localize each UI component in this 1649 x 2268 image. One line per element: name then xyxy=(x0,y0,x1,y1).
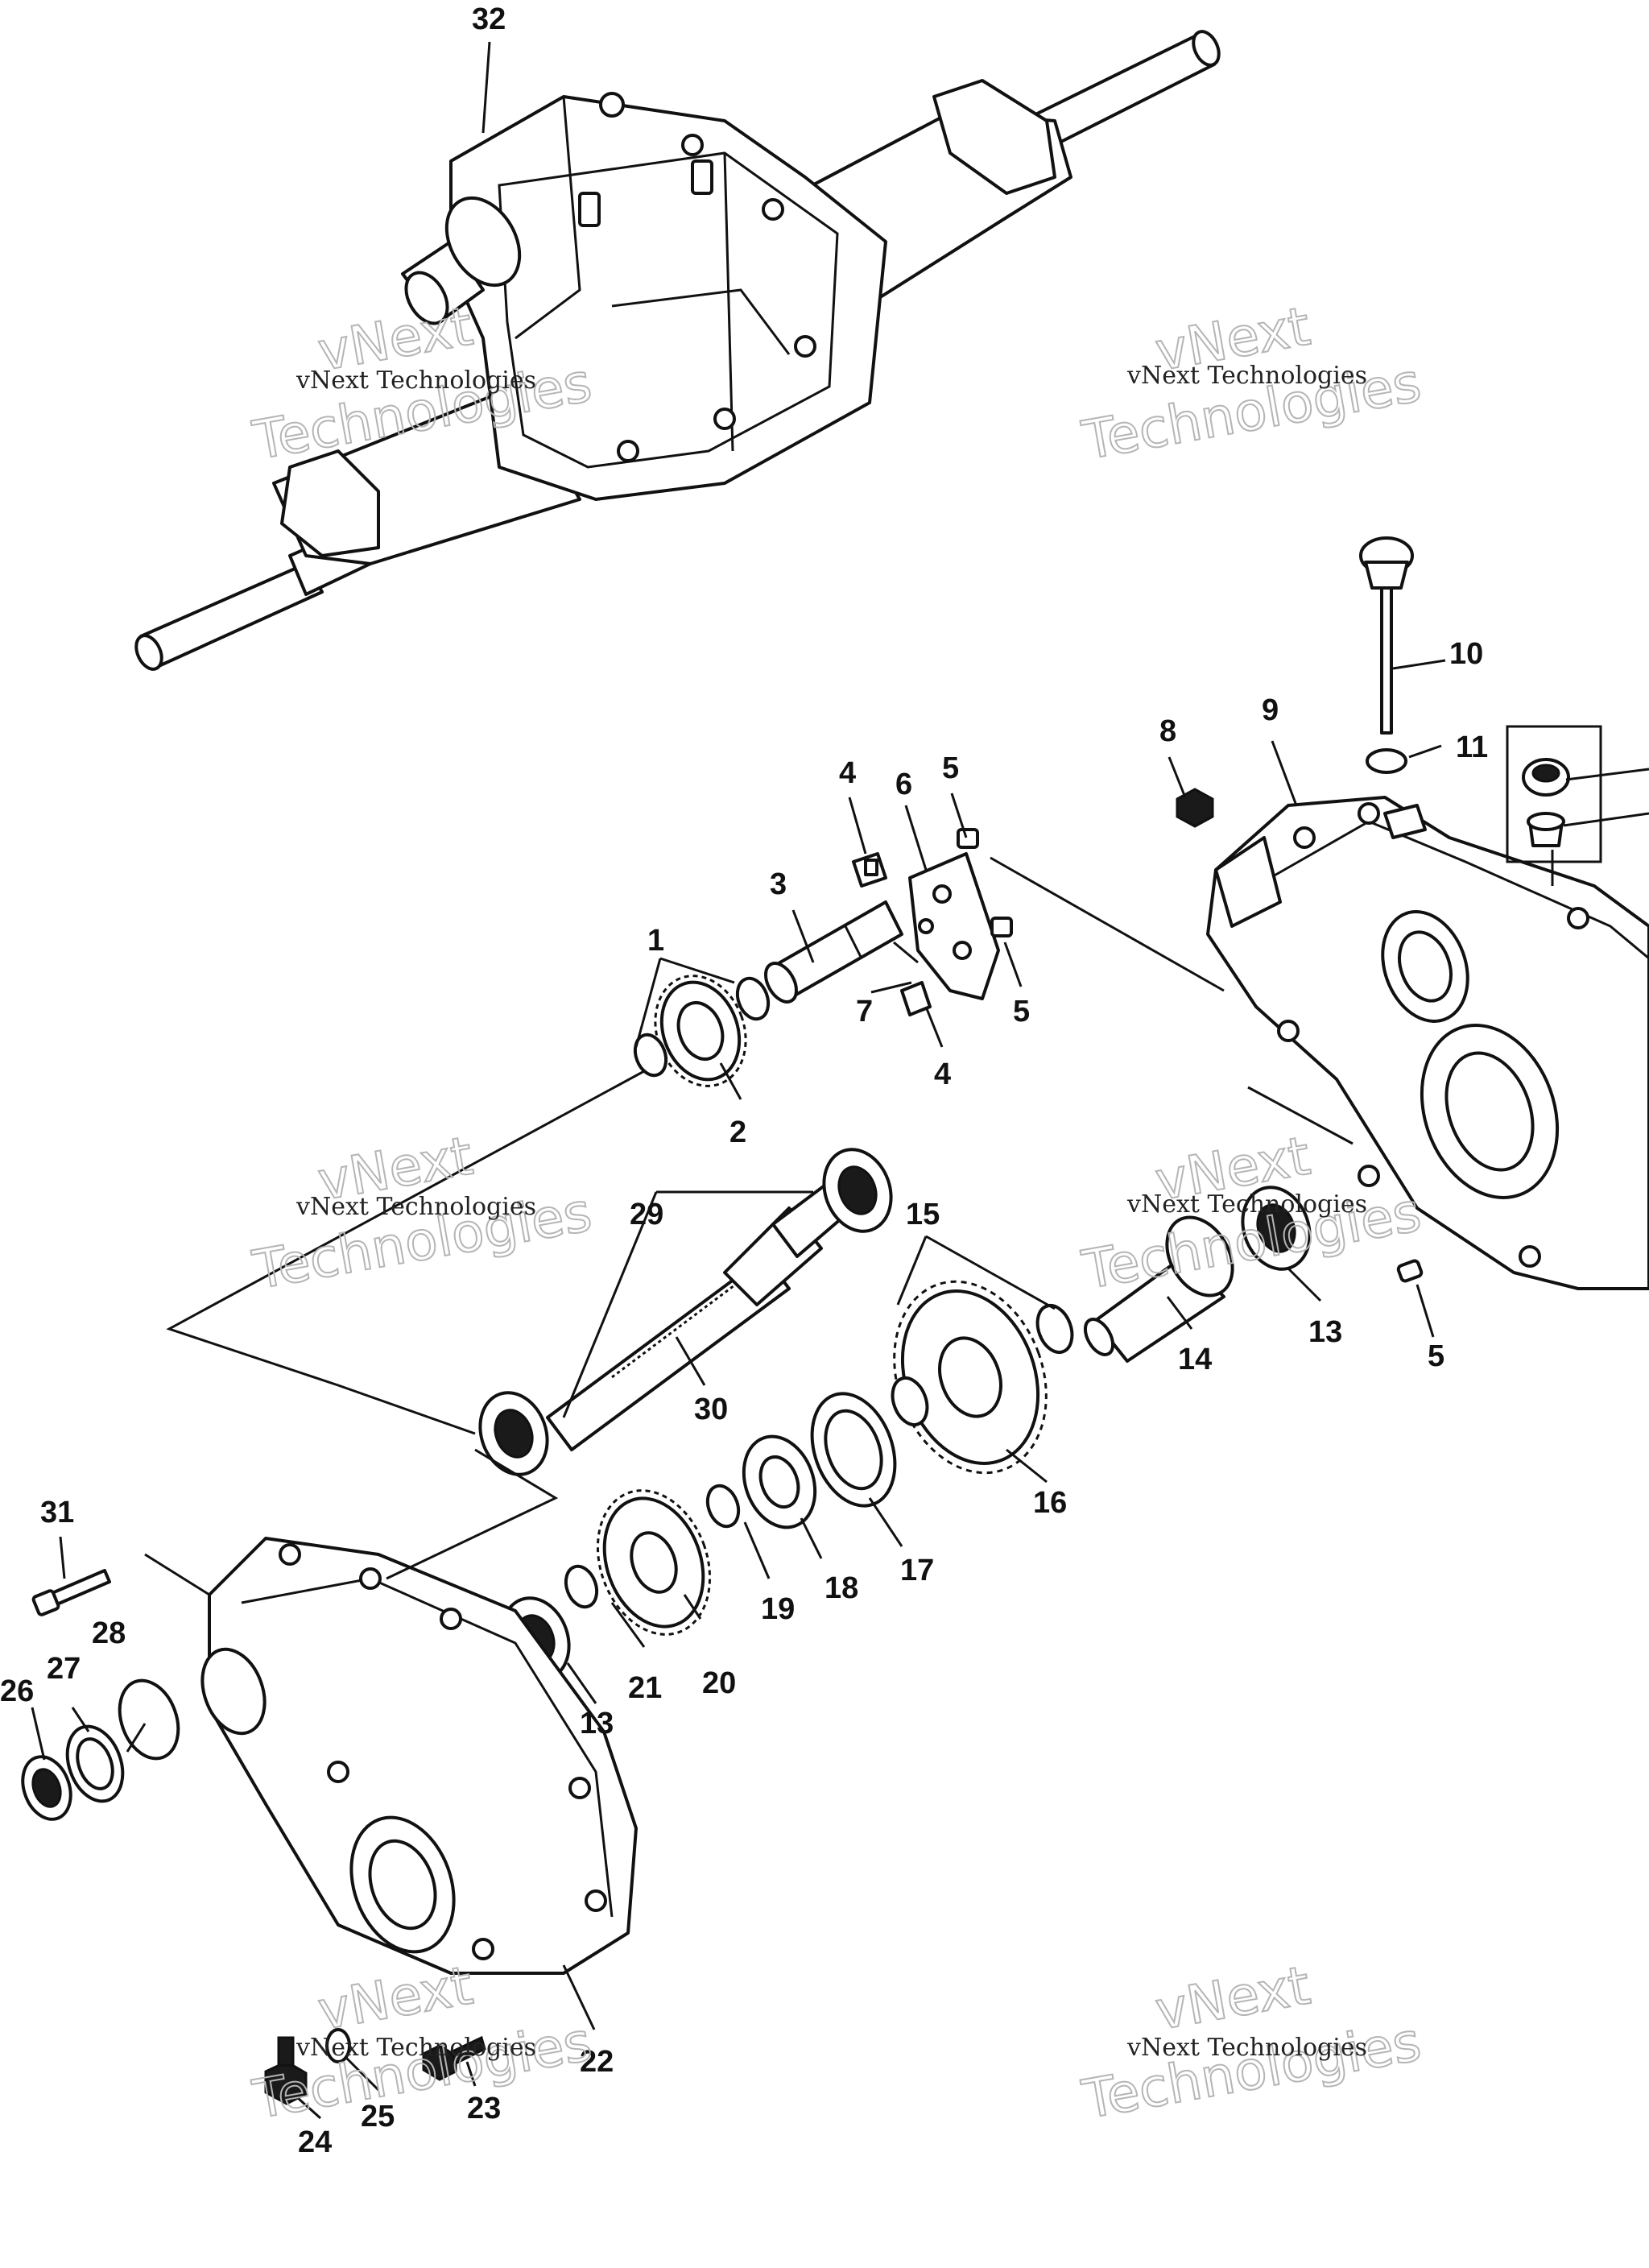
shift-collar xyxy=(810,1392,897,1508)
thrust-washer xyxy=(1035,1303,1074,1355)
svg-text:vNext Technologies: vNext Technologies xyxy=(1126,362,1367,390)
callout-24: 24 xyxy=(298,2125,332,2159)
bearing xyxy=(478,1391,549,1476)
svg-text:vNext Technologies: vNext Technologies xyxy=(295,1193,536,1221)
callout-13b: 13 xyxy=(580,1707,614,1740)
transaxle-assembly xyxy=(134,30,1221,671)
callout-27: 27 xyxy=(47,1652,81,1686)
bearing xyxy=(822,1148,893,1233)
callout-16: 16 xyxy=(1033,1486,1067,1520)
callout-19: 19 xyxy=(761,1592,795,1626)
callout-labels: 32 1 2 3 4 4 5 5 5 6 7 8 9 10 11 13 13 1… xyxy=(0,2,1488,2159)
bearing xyxy=(1241,1186,1312,1271)
thrust-washer xyxy=(564,1564,599,1609)
callout-29: 29 xyxy=(630,1198,663,1231)
callout-28: 28 xyxy=(92,1616,126,1650)
idler-shaft xyxy=(764,900,903,1004)
callout-5c: 5 xyxy=(1428,1339,1444,1373)
svg-text:vNext Technologies: vNext Technologies xyxy=(295,2034,536,2062)
sealing-washer xyxy=(325,2028,351,2063)
output-shaft xyxy=(546,1174,855,1451)
callout-6: 6 xyxy=(895,768,912,801)
bushing xyxy=(65,1724,125,1803)
thrust-washer xyxy=(735,976,771,1021)
callout-21: 21 xyxy=(628,1671,662,1705)
left-housing-half xyxy=(200,1537,638,1975)
callout-22: 22 xyxy=(580,2045,614,2079)
callout-30: 30 xyxy=(694,1393,728,1426)
callout-1: 1 xyxy=(647,924,664,958)
callout-9: 9 xyxy=(1262,693,1279,727)
bracket-assembly xyxy=(852,828,1013,1016)
callout-5a: 5 xyxy=(942,751,959,785)
callout-7: 7 xyxy=(856,995,873,1028)
watermark: vNext Technologies vNext Technologies xyxy=(1077,1953,1426,2131)
oil-seal xyxy=(21,1755,72,1821)
watermark: vNext Technologies vNext Technologies xyxy=(1077,1124,1426,1302)
watermark: vNext Technologies vNext Technologies xyxy=(247,1953,597,2131)
drain-plug xyxy=(264,2036,308,2105)
thrust-washer xyxy=(891,1376,929,1427)
callout-20: 20 xyxy=(702,1666,736,1700)
idler-gear xyxy=(654,975,747,1087)
callout-31: 31 xyxy=(40,1496,74,1529)
thrust-washer xyxy=(633,1033,668,1078)
callout-4b: 4 xyxy=(934,1057,951,1091)
callout-5b: 5 xyxy=(1013,995,1030,1028)
callout-8: 8 xyxy=(1159,714,1176,748)
callout-11: 11 xyxy=(1456,730,1488,764)
svg-text:vNext Technologies: vNext Technologies xyxy=(295,366,536,395)
leader-lines xyxy=(31,41,1446,2120)
svg-text:vNext: vNext xyxy=(313,1954,477,2042)
callout-4a: 4 xyxy=(839,756,856,790)
dipstick xyxy=(1359,536,1414,735)
callout-3: 3 xyxy=(770,867,787,901)
svg-text:vNext: vNext xyxy=(1151,1954,1314,2042)
callout-32: 32 xyxy=(472,2,506,36)
filter-kit-inset xyxy=(1506,725,1649,886)
callout-14: 14 xyxy=(1178,1343,1212,1376)
svg-text:Technologies: Technologies xyxy=(1077,2010,1425,2131)
thrust-washer xyxy=(705,1484,741,1529)
reduction-gear xyxy=(596,1489,712,1636)
callout-15: 15 xyxy=(906,1198,940,1231)
svg-text:vNext Technologies: vNext Technologies xyxy=(1126,2034,1367,2062)
o-ring xyxy=(1366,748,1407,774)
bolt xyxy=(31,1569,111,1616)
hub xyxy=(742,1434,817,1529)
callout-23: 23 xyxy=(467,2092,501,2125)
watermark: vNext Technologies vNext Technologies xyxy=(247,1124,597,1302)
svg-text:Technologies: Technologies xyxy=(248,2010,596,2131)
retaining-ring xyxy=(118,1678,180,1761)
dowel-pin xyxy=(1396,1259,1424,1283)
callout-2: 2 xyxy=(729,1115,746,1149)
bolt xyxy=(422,2035,486,2081)
callout-25: 25 xyxy=(361,2100,395,2133)
svg-text:vNext Technologies: vNext Technologies xyxy=(1126,1190,1367,1219)
callout-18: 18 xyxy=(824,1571,858,1605)
spur-gear xyxy=(893,1280,1048,1475)
callout-26: 26 xyxy=(0,1674,34,1708)
callout-13a: 13 xyxy=(1308,1315,1342,1349)
pinion-shaft xyxy=(1083,1215,1234,1363)
callout-10: 10 xyxy=(1449,637,1483,671)
nut xyxy=(1176,788,1214,828)
right-housing-half xyxy=(1206,796,1649,1290)
watermark: vNext Technologies vNext Technologies xyxy=(1077,294,1426,472)
callout-17: 17 xyxy=(900,1554,934,1587)
